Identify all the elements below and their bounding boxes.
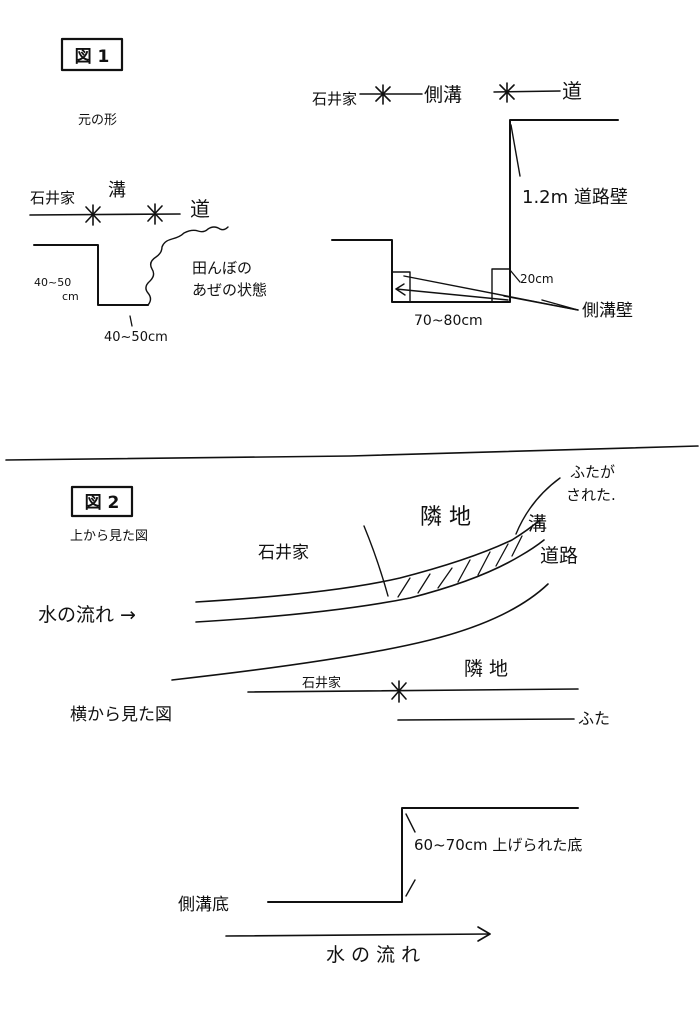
fig2-channel-lower-edge — [195, 539, 545, 623]
fig1-left-width: 40~50cm — [104, 330, 168, 345]
figure1-badge: 図 1 — [75, 47, 110, 67]
fig2-step-profile — [267, 807, 579, 903]
fig1-right-small-tick — [509, 269, 521, 283]
fig2-road-edge — [171, 583, 549, 681]
fig1-left-ditch-profile — [33, 244, 149, 306]
fig2-channel-upper-edge — [195, 519, 541, 603]
section-divider — [5, 445, 699, 461]
fig1-left-ditch-label: 溝 — [108, 180, 126, 201]
fig1-right-gutter-label: 側溝 — [424, 84, 462, 106]
fig1-right-gutter-wall-label: 側溝壁 — [582, 301, 633, 321]
fig1-right-gutter-wall-right — [491, 268, 511, 303]
fig1-right-marker-2 — [499, 82, 515, 103]
fig1-left-house-label: 石井家 — [30, 189, 75, 207]
fig1-right-pointer-3 — [541, 299, 579, 311]
fig2-side-cover-line — [397, 718, 575, 721]
fig1-right-gutter-profile — [331, 119, 619, 303]
fig2-road-label: 道路 — [540, 545, 578, 567]
fig2-water-flow-bottom: 水 の 流 れ — [326, 944, 420, 966]
fig2-side-cover: ふた — [578, 709, 610, 728]
fig1-left-boundary-line — [29, 213, 181, 216]
figure2-badge: 図 2 — [85, 493, 120, 513]
figure1-badge-box — [60, 37, 124, 72]
fig1-right-wall-height: 1.2m 道路壁 — [522, 187, 628, 208]
fig2-property-boundary — [363, 525, 389, 597]
figure1-subtitle: 元の形 — [78, 113, 117, 128]
fig1-right-width-arrow — [395, 288, 509, 301]
fig1-right-height-tick — [510, 124, 521, 177]
fig1-left-width-tick — [129, 315, 133, 327]
fig2-cover-note-2: された. — [566, 486, 616, 504]
fig1-left-depth-unit: cm — [62, 290, 79, 303]
fig2-cover-note-1: ふたが — [570, 463, 615, 481]
fig1-right-width: 70~80cm — [414, 313, 483, 329]
fig1-left-marker-2 — [147, 203, 163, 225]
fig2-side-ground-line — [247, 688, 579, 693]
fig2-gutter-bottom-label: 側溝底 — [178, 895, 229, 915]
figure2-badge-box — [70, 485, 134, 518]
fig1-left-note-2: あぜの状態 — [192, 281, 267, 299]
fig2-side-neighbor: 隣 地 — [464, 658, 508, 680]
fig1-right-pointer-2 — [503, 295, 579, 311]
fig2-side-boundary-marker — [391, 680, 407, 703]
figure2-side-view-title: 横から見た図 — [70, 705, 172, 725]
fig2-raise-tick-top — [405, 813, 416, 833]
fig1-left-note-1: 田んぼの — [192, 259, 252, 277]
fig1-right-line-b — [493, 90, 561, 93]
fig1-left-road-label: 道 — [190, 197, 210, 221]
fig2-side-house: 石井家 — [302, 675, 341, 691]
fig1-right-width-arrowhead — [395, 283, 406, 296]
fig2-water-flow-label: 水の流れ → — [38, 604, 136, 626]
fig1-right-gutter-wall-left — [391, 271, 411, 303]
fig1-right-house-label: 石井家 — [312, 90, 357, 108]
fig2-raised-bottom-label: 60~70cm 上げられた底 — [414, 836, 582, 854]
fig2-cover-pointer — [515, 477, 561, 535]
fig2-raise-tick-bottom — [405, 879, 416, 897]
fig2-flow-arrow-line — [225, 933, 491, 937]
fig1-right-marker-1 — [375, 84, 391, 105]
fig2-ditch-label: 溝 — [528, 513, 547, 535]
figure2-top-view-title: 上から見た図 — [70, 529, 148, 544]
fig1-right-road-label: 道 — [562, 79, 582, 103]
fig2-house-label: 石井家 — [258, 543, 309, 563]
fig1-right-wall-small: 20cm — [520, 272, 554, 286]
fig2-neighbor-label: 隣 地 — [420, 505, 471, 530]
fig2-covered-hatching — [397, 535, 523, 598]
fig1-left-depth: 40~50 — [34, 276, 71, 289]
fig1-left-ridge-wavy — [145, 226, 229, 306]
fig2-flow-arrowhead — [477, 926, 491, 942]
fig1-left-marker-1 — [85, 204, 101, 226]
